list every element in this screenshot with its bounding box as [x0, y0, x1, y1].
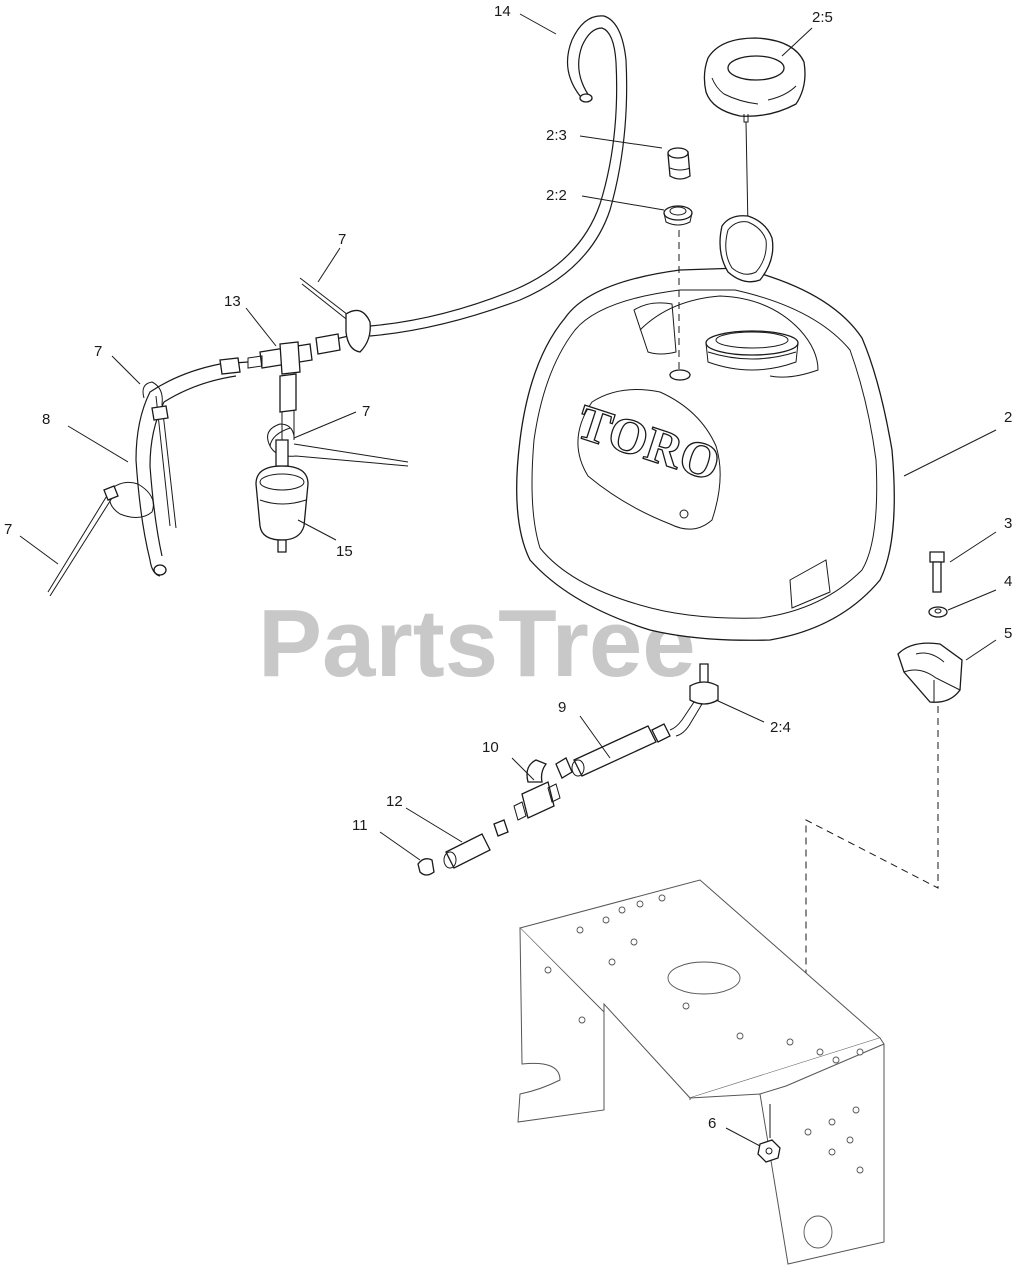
callout-7-top: 7: [338, 231, 346, 248]
callout-13: 13: [224, 293, 241, 310]
fuel-tank: TORO: [516, 267, 895, 641]
tank-bushing: [669, 663, 719, 737]
callout-7-left: 7: [94, 343, 102, 360]
callout-7-loose: 7: [4, 521, 12, 538]
cable-tie-loose: [47, 481, 154, 597]
bolt: [929, 551, 945, 593]
callout-7-filter: 7: [362, 403, 370, 420]
hex-nut: [757, 1104, 781, 1163]
callout-9: 9: [558, 699, 566, 716]
tank-mount: [897, 642, 963, 703]
hose-clamp: [417, 858, 435, 876]
cable-tie-left: [142, 381, 177, 529]
callout-3: 3: [1004, 515, 1012, 532]
callout-4: 4: [1004, 573, 1012, 590]
callout-2: 2: [1004, 409, 1012, 426]
callout-2-4: 2:4: [770, 719, 791, 736]
callout-14: 14: [494, 3, 511, 20]
vent-fitting: [667, 147, 691, 180]
grommet: [663, 205, 693, 226]
fuel-filter: [255, 439, 309, 553]
hose-tee: [247, 330, 371, 375]
fuel-cap: [703, 37, 806, 283]
callout-2-3: 2:3: [546, 127, 567, 144]
callout-8: 8: [42, 411, 50, 428]
short-hose: [443, 819, 509, 869]
callout-labels: 14 2:5 2:3 2:2 7 13 7 8 7 7 15 2 3 4 5 2…: [4, 3, 1012, 1132]
callout-15: 15: [336, 543, 353, 560]
filter-hose: [279, 373, 297, 440]
fuel-line-left: [135, 357, 249, 577]
callout-12: 12: [386, 793, 403, 810]
cable-tie-top: [299, 277, 371, 353]
cable-tie-filter: [267, 423, 409, 467]
callout-2-2: 2:2: [546, 187, 567, 204]
fuel-line-hose: [555, 723, 671, 779]
vent-hose: [369, 15, 628, 337]
frame-bracket: [517, 879, 885, 1265]
callout-5: 5: [1004, 625, 1012, 642]
leader-lines: [19, 13, 997, 1147]
shutoff-valve: [513, 759, 561, 821]
mount-guide-line: [805, 706, 939, 1076]
callout-2-5: 2:5: [812, 9, 833, 26]
callout-10: 10: [482, 739, 499, 756]
callout-11: 11: [352, 817, 368, 834]
washer: [928, 606, 948, 618]
callout-6: 6: [708, 1115, 716, 1132]
